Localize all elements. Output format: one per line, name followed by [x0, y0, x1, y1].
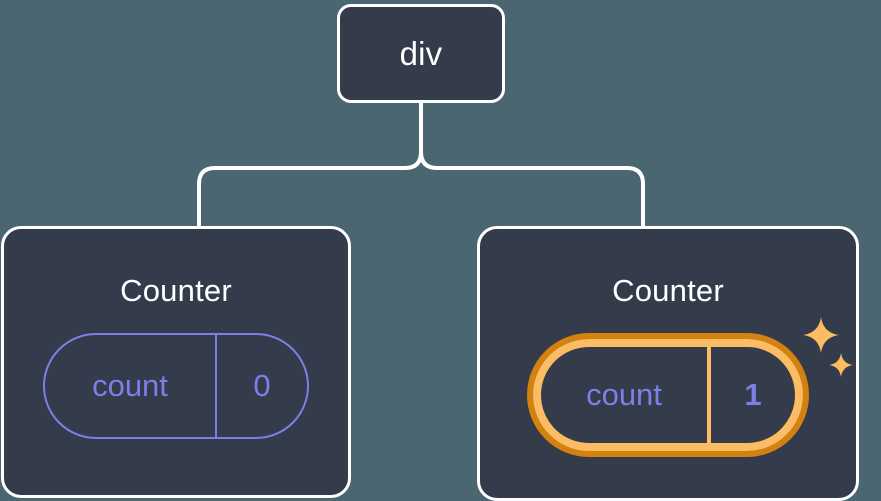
node-counter-right[interactable]: Counter count 1 — [477, 226, 859, 501]
node-div-label: div — [399, 35, 443, 72]
state-pill-left[interactable]: count 0 — [43, 333, 309, 439]
node-counter-left-label: Counter — [120, 273, 232, 308]
connector-branch-right — [419, 151, 645, 226]
node-counter-left[interactable]: Counter count 0 — [1, 226, 351, 498]
connector-branch-left — [197, 151, 423, 226]
state-pill-right[interactable]: count 1 — [527, 333, 809, 457]
state-value-right: 1 — [707, 347, 795, 443]
node-counter-right-label: Counter — [612, 273, 724, 308]
sparkle-four-point-large-icon — [803, 317, 839, 353]
node-div[interactable]: div — [337, 4, 505, 103]
state-value-left: 0 — [215, 335, 307, 437]
state-pill-left-wrapper: count 0 — [43, 333, 309, 439]
state-key-left: count — [92, 368, 168, 403]
state-pill-right-inner: count 1 — [533, 339, 803, 451]
state-key-right: count — [586, 377, 662, 412]
sparkle-four-point-small-icon — [829, 353, 853, 377]
sparkle-group — [801, 317, 861, 393]
state-pill-right-wrapper: count 1 — [527, 317, 853, 457]
